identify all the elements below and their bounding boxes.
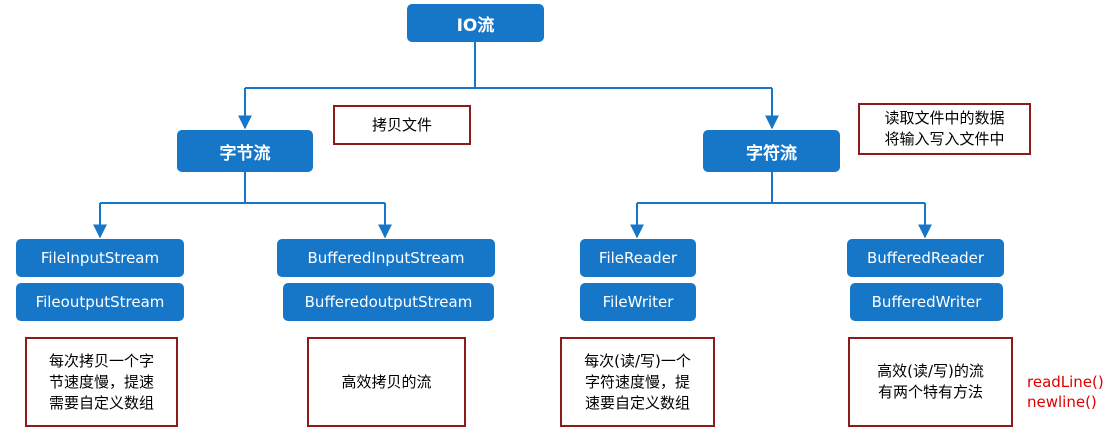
node-file-output-stream: FileoutputStream [16,283,184,321]
note-byte-basic: 每次拷贝一个字 节速度慢，提速 需要自定义数组 [25,337,178,427]
note-read-write-file: 读取文件中的数据 将输入写入文件中 [858,103,1031,155]
node-buffered-input-stream: BufferedInputStream [277,239,495,277]
node-file-reader: FileReader [580,239,696,277]
node-file-writer: FileWriter [580,283,696,321]
note-byte-buffered: 高效拷贝的流 [307,337,466,427]
node-file-input-stream: FileInputStream [16,239,184,277]
method-newline: newline() [1027,393,1097,411]
node-buffered-reader: BufferedReader [847,239,1004,277]
note-copy-file: 拷贝文件 [333,105,471,145]
method-readline: readLine() [1027,373,1104,391]
node-io-stream: IO流 [407,4,544,42]
buffered-reader-writer-methods: readLine() newline() [1027,372,1104,412]
node-byte-stream: 字节流 [177,130,313,172]
note-char-basic: 每次(读/写)一个 字符速度慢，提 速要自定义数组 [560,337,715,427]
note-char-buffered: 高效(读/写)的流 有两个特有方法 [848,337,1013,427]
node-buffered-writer: BufferedWriter [850,283,1003,321]
node-char-stream: 字符流 [703,130,840,172]
node-buffered-output-stream: BufferedoutputStream [283,283,494,321]
